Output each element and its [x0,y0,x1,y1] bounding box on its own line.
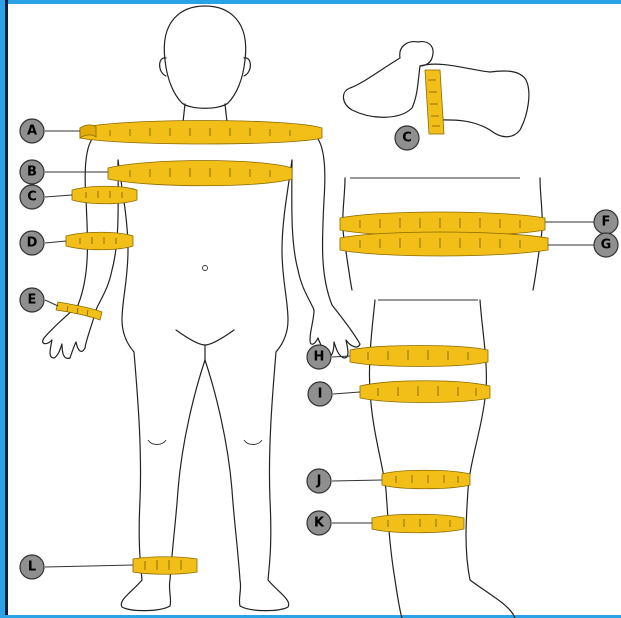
label-badge-c-flexed: C [395,126,419,150]
label-badge-l: L [20,555,44,579]
label-badge-c-arm: C [20,185,44,209]
tape-measure-h [350,346,488,367]
label-a-text: A [27,124,37,139]
tape-measure-a [80,121,322,145]
label-badge-d: D [20,231,44,255]
label-f-text: F [602,215,611,230]
tape-measure-i [360,381,490,403]
tape-measure-d [66,232,133,250]
label-g-text: G [601,238,612,253]
tape-measure-k [372,514,464,533]
tape-measure-c-flexed [425,70,444,134]
label-c-arm-text: C [27,190,37,205]
label-badge-k: K [307,511,331,535]
label-h-text: H [314,350,325,365]
label-i-text: I [318,387,323,402]
label-badge-a: A [20,119,44,143]
tape-measure-l [133,557,197,575]
label-d-text: D [27,236,38,251]
tape-measure-j [382,470,470,489]
label-badge-b: B [20,160,44,184]
tape-measure-g [340,232,548,256]
tape-measure-c-arm [72,186,137,204]
label-l-text: L [28,560,36,575]
label-k-text: K [314,516,325,531]
tape-measure-e [56,302,102,320]
label-e-text: E [28,293,37,308]
label-b-text: B [27,165,37,180]
label-badge-f: F [594,210,618,234]
label-j-text: J [316,474,322,489]
label-badge-i: I [308,382,332,406]
label-badge-e: E [20,288,44,312]
tape-measure-b [108,161,292,186]
label-c-flexed-text: C [402,131,412,146]
label-badge-h: H [307,345,331,369]
label-badge-j: J [307,469,331,493]
label-badge-g: G [594,233,618,257]
